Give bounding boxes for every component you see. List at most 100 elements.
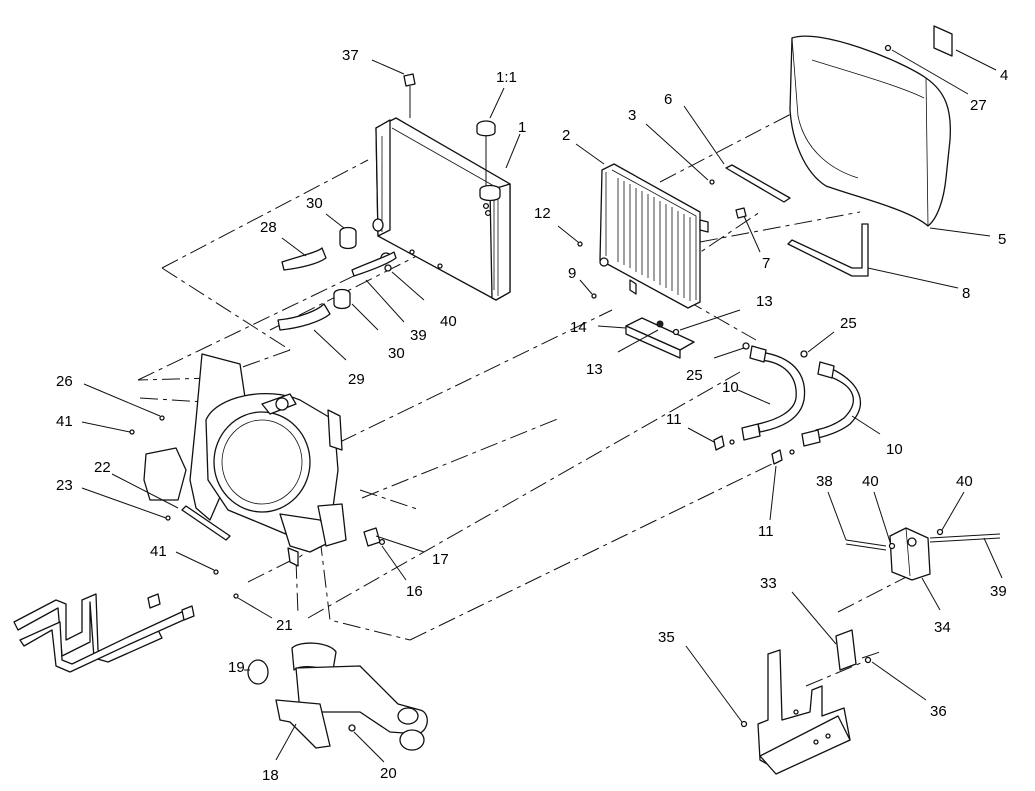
radiator-bolt (409, 249, 415, 255)
bolt-26 (159, 415, 165, 421)
leader-26 (83, 383, 161, 417)
phantom-line (161, 267, 291, 351)
seal-strip-6 (725, 164, 791, 203)
oil-cooler-core (599, 163, 701, 309)
screw-27 (884, 44, 892, 52)
fitting-10b (817, 361, 835, 379)
o-ring-11 (789, 449, 795, 455)
cap-19 (247, 659, 269, 685)
frame-left-mount (143, 447, 187, 501)
leader-21 (237, 597, 273, 619)
rod-22 (181, 505, 231, 541)
phantom-line (359, 489, 421, 511)
leader-13b (617, 329, 659, 353)
fitting-11 (771, 449, 783, 465)
callout-4: 4 (1000, 67, 1008, 84)
leader-11b (769, 465, 777, 521)
leader-lines (81, 49, 1003, 763)
nut-13 (656, 320, 664, 328)
duct-opening (397, 707, 419, 725)
callout-21: 21 (276, 617, 293, 634)
radiator-bolt (482, 202, 490, 210)
reservoir-mount (740, 629, 872, 775)
mount-hole (825, 733, 831, 739)
oil-cooler-tab (699, 219, 709, 233)
hose-38 (845, 539, 887, 547)
leader-39b (983, 537, 1003, 579)
callout-3: 3 (628, 107, 636, 124)
radiator-left-tank (375, 119, 391, 237)
leader-38 (827, 491, 847, 541)
leader-30b (351, 303, 379, 331)
leader-36 (871, 661, 927, 701)
shroud-edge (925, 77, 929, 227)
hose-39 (351, 251, 397, 277)
leader-40b (873, 491, 891, 543)
shroud-edge (811, 59, 925, 99)
clamp-30 (339, 226, 357, 250)
oil-line-10a (757, 351, 806, 433)
leader-4 (955, 49, 997, 71)
frame-lower-bracket (279, 513, 335, 553)
leader-13a (679, 309, 741, 331)
leader-22 (111, 473, 179, 509)
phantom-line (137, 271, 363, 381)
phantom-line (319, 537, 411, 641)
leader-10b (851, 415, 881, 435)
fitting-10b (801, 429, 821, 447)
radiator-bolt (437, 263, 443, 269)
leader-33 (791, 591, 837, 645)
washer-9 (591, 293, 597, 299)
lower-duct-assembly (247, 642, 428, 751)
shroud-edge (791, 37, 859, 179)
callout-25a: 25 (686, 367, 703, 384)
callout-6: 6 (664, 91, 672, 108)
tube-lines (19, 609, 189, 673)
callout-1-1: 1:1 (496, 69, 517, 86)
leader-12 (557, 225, 579, 243)
hose-29 (277, 303, 331, 331)
washer-13 (672, 328, 680, 336)
oil-cooler-port (599, 257, 609, 267)
callout-27: 27 (970, 97, 987, 114)
frame-lower-tab (287, 547, 299, 567)
callout-40c: 40 (956, 473, 973, 490)
fan-shroud-ring (221, 419, 303, 505)
callout-9: 9 (568, 265, 576, 282)
leader-8 (867, 267, 959, 289)
callout-41b: 41 (150, 543, 167, 560)
frame-lower-bracket (317, 503, 347, 547)
duct (295, 665, 428, 735)
fan-shroud-ring (213, 411, 311, 513)
o-ring-25 (742, 342, 750, 350)
leader-9 (579, 279, 593, 295)
oil-cooler (599, 163, 709, 309)
shroud (789, 35, 952, 227)
phantom-line (699, 211, 861, 243)
leader-5 (929, 227, 991, 237)
leader-3 (645, 123, 709, 181)
callout-36: 36 (930, 703, 947, 720)
callout-13b: 13 (586, 361, 603, 378)
leader-40c (941, 491, 965, 531)
leader-28 (281, 237, 307, 257)
oil-cooler-fins (617, 178, 691, 301)
leader-6 (683, 105, 725, 165)
callout-10b: 10 (886, 441, 903, 458)
phantom-line (247, 559, 293, 583)
leader-7 (743, 215, 761, 253)
radiator (372, 73, 511, 301)
hoses (277, 226, 397, 331)
callouts: 37 1:1 1 2 3 6 4 27 5 8 7 12 9 28 30 30 … (56, 47, 1008, 784)
mount-hole (813, 739, 819, 745)
leader-14 (597, 325, 627, 329)
phantom-line (139, 397, 205, 403)
clamp-40 (888, 542, 896, 550)
fitting-7 (735, 207, 747, 219)
reservoir-assembly (845, 527, 1001, 581)
support-18 (275, 699, 331, 749)
bolt-41 (129, 429, 135, 435)
bracket-33 (835, 629, 857, 671)
